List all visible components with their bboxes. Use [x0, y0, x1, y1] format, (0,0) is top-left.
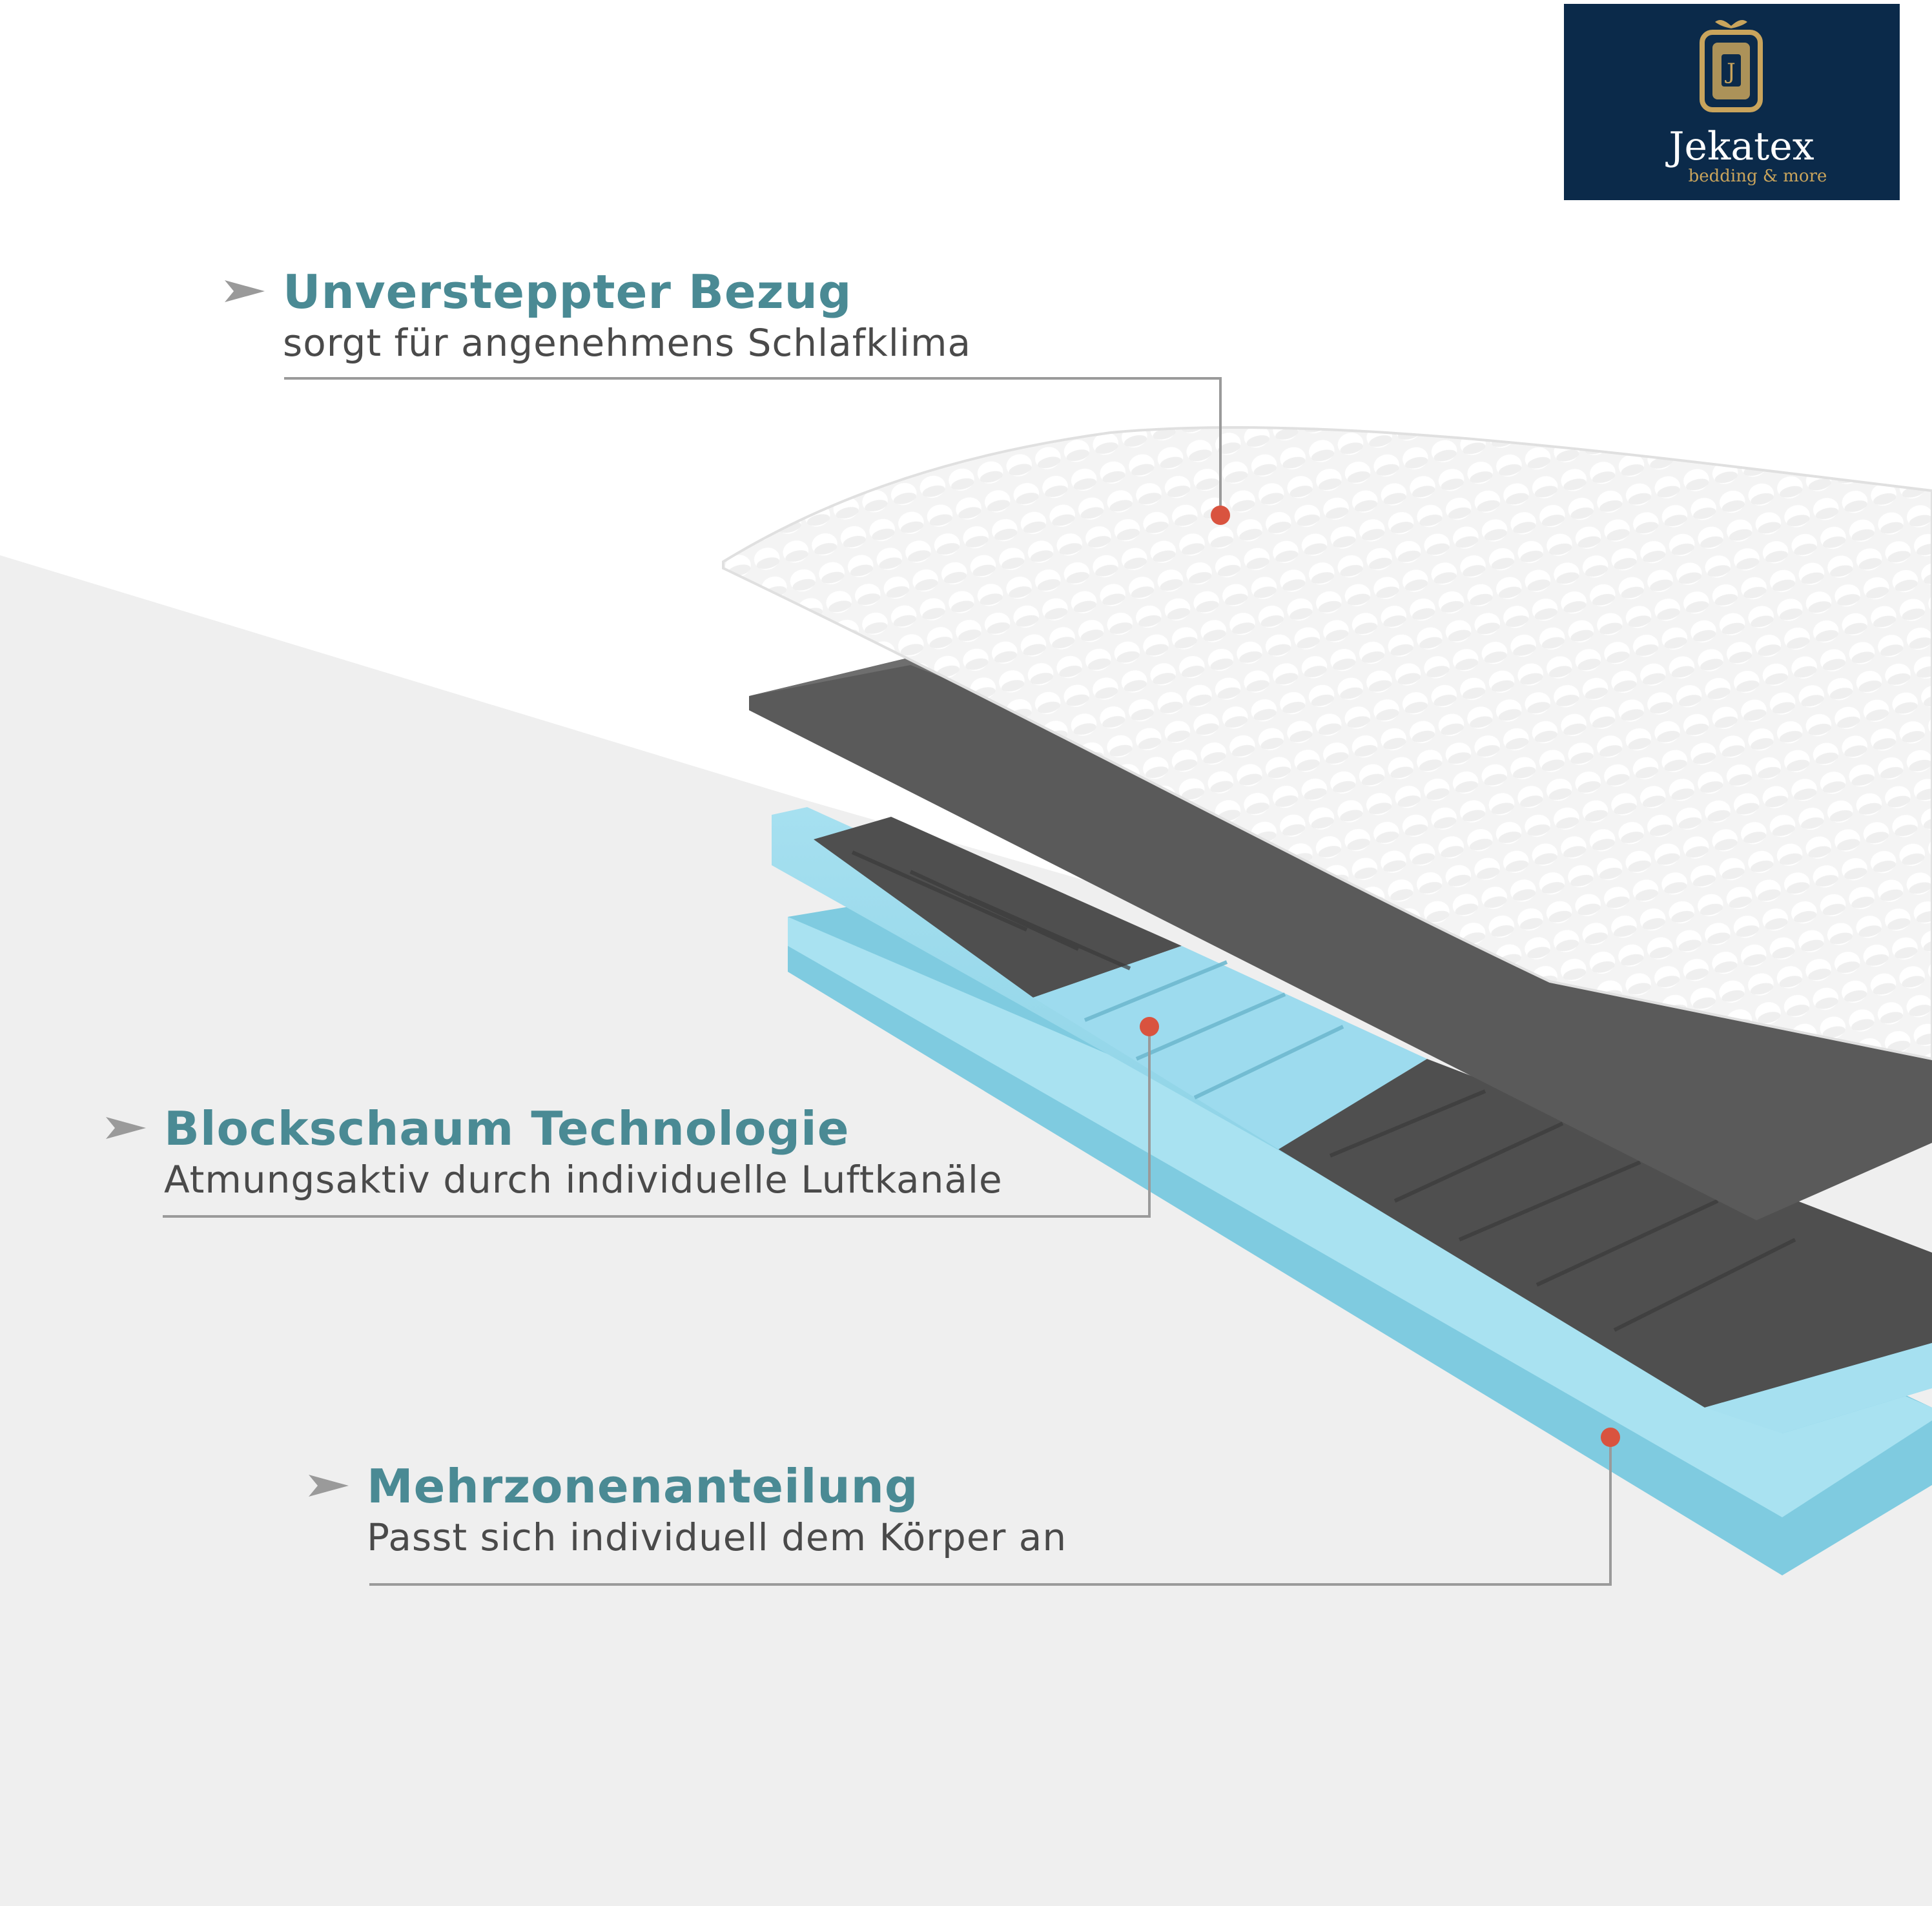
brand-tagline: bedding & more	[1688, 167, 1827, 186]
feature-subtitle: Atmungsaktiv durch individuelle Luftkanä…	[164, 1158, 1003, 1202]
dot-markers	[1140, 506, 1620, 1447]
dot-marker-cover	[1211, 506, 1230, 525]
feature-title: Unversteppter Bezug	[225, 269, 971, 315]
blue-block-zone	[1033, 946, 1427, 1149]
background-wedge	[0, 555, 1932, 1906]
grey-block-zone-right	[1279, 1059, 1932, 1408]
arrow-icon	[225, 280, 265, 302]
leader-line-cover	[284, 377, 1222, 514]
dot-marker-zones	[1601, 1428, 1620, 1447]
feature-subtitle: sorgt für angenehmens Schlafklima	[283, 321, 971, 365]
feature-title-text: Blockschaum Technologie	[164, 1102, 850, 1156]
leader-line-zones	[369, 1437, 1612, 1586]
block-foam-layer	[772, 807, 1932, 1433]
feature-block-foam: Blockschaum Technologie Atmungsaktiv dur…	[106, 1105, 1003, 1202]
grey-foam-sheet	[749, 657, 1932, 1220]
feature-zones: Mehrzonenanteilung Passt sich individuel…	[309, 1463, 1067, 1559]
feature-cover: Unversteppter Bezug sorgt für angenehmen…	[225, 269, 971, 365]
feature-title-text: Unversteppter Bezug	[283, 265, 852, 319]
brand-logo: J Jekatex bedding & more	[1564, 4, 1900, 200]
feature-subtitle: Passt sich individuell dem Körper an	[367, 1515, 1067, 1559]
feature-title: Blockschaum Technologie	[106, 1105, 1003, 1152]
leader-line-block	[163, 1027, 1151, 1218]
dot-marker-block	[1140, 1017, 1159, 1036]
arrow-icon	[106, 1117, 146, 1139]
brand-name: Jekatex	[1669, 124, 1814, 169]
arrow-icon	[309, 1475, 349, 1497]
svg-text:J: J	[1725, 59, 1736, 85]
leader-lines	[163, 377, 1612, 1586]
pillow-emblem-icon: J	[1700, 19, 1763, 112]
feature-title: Mehrzonenanteilung	[309, 1463, 1067, 1510]
feature-title-text: Mehrzonenanteilung	[367, 1459, 919, 1513]
